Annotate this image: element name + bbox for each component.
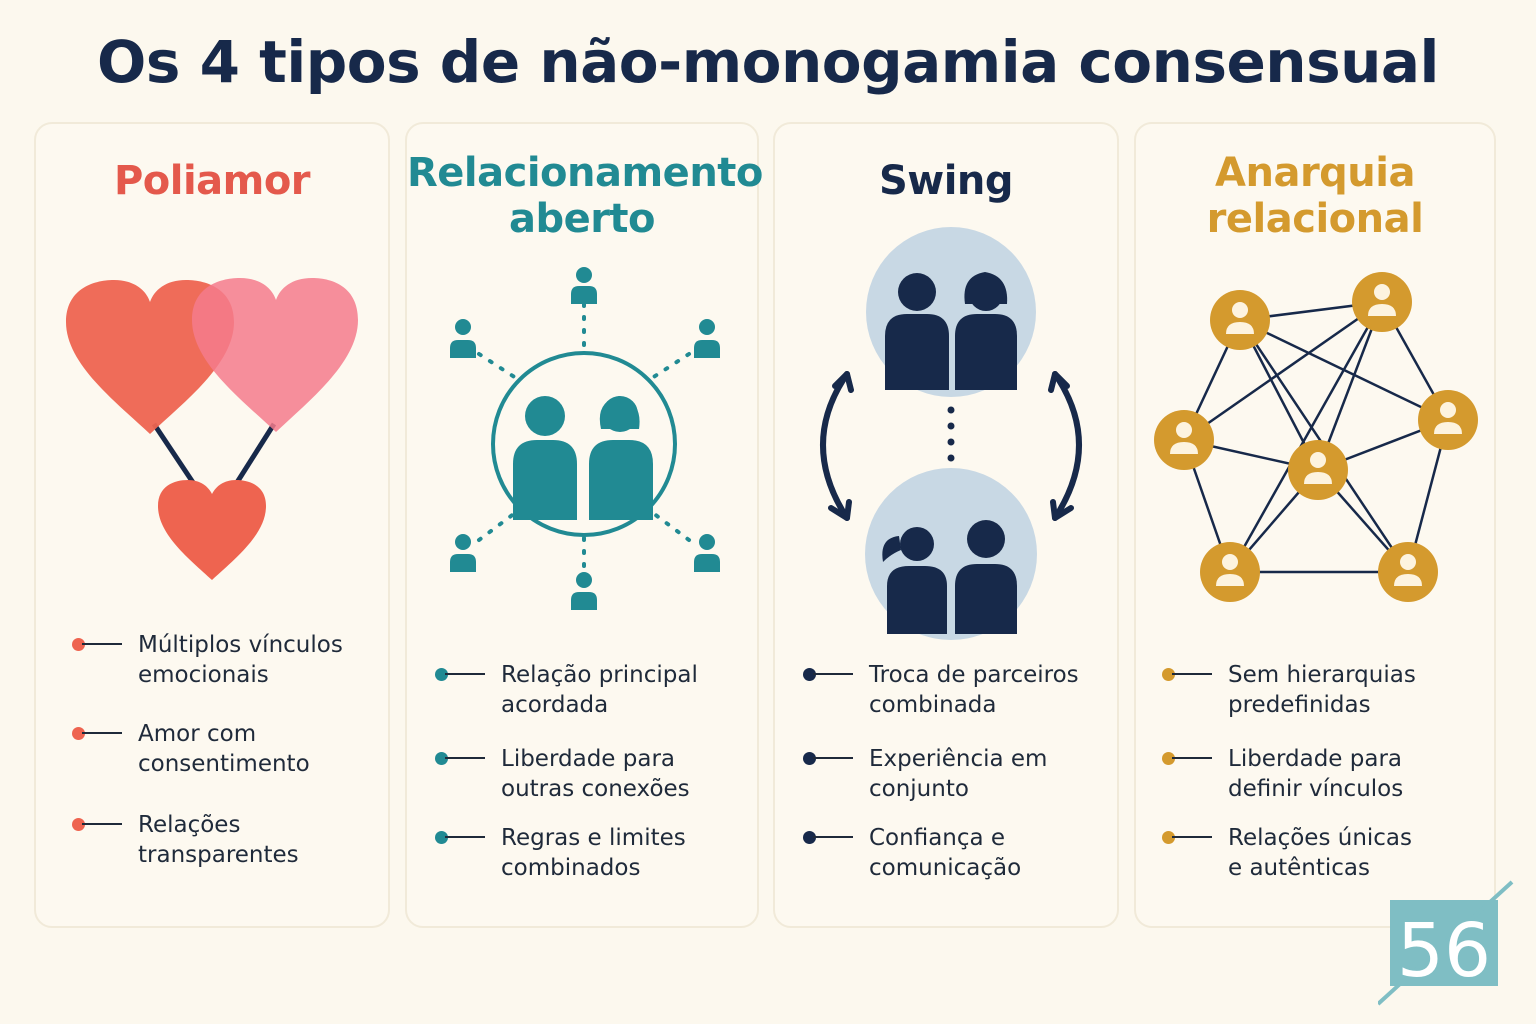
- network-illustration: [1154, 272, 1478, 602]
- card-anarquia-relacional: Anarquia relacional: [1134, 122, 1496, 928]
- card-relacionamento-aberto: Relacionamento aberto Relação principal …: [405, 122, 763, 928]
- open-relationship-illustration: [450, 267, 720, 610]
- page-title: Os 4 tipos de não-monogamia consensual: [97, 28, 1439, 96]
- card-title-anarquia-relacional: Anarquia relacional: [1206, 150, 1424, 242]
- list-item: Relações únicas e autênticas: [1162, 823, 1416, 883]
- bullet-list: Relação principal acordada Liberdade par…: [435, 660, 698, 883]
- list-item: Confiança e comunicação: [803, 823, 1079, 883]
- list-item: Regras e limites combinados: [435, 823, 698, 883]
- number-badge: 56: [1378, 880, 1514, 1006]
- list-item: Experiência em conjunto: [803, 744, 1079, 804]
- swing-illustration: [820, 227, 1082, 640]
- card-poliamor: Poliamor Múltiplos vínculos emocionais A…: [34, 122, 390, 928]
- list-item: Liberdade para outras conexões: [435, 744, 698, 804]
- bullet-list: Sem hierarquias predefinidas Liberdade p…: [1162, 660, 1416, 883]
- card-swing: Swing Troca de par: [773, 122, 1119, 928]
- heart-icon-bottom: [158, 480, 266, 580]
- dotted-connector: [947, 406, 955, 478]
- couple-icon: [513, 396, 653, 520]
- heart-icon-left: [66, 280, 234, 434]
- card-title-relacionamento-aberto: Relacionamento aberto: [407, 150, 763, 242]
- list-item: Relações transparentes: [72, 810, 343, 870]
- badge-slash: [1378, 880, 1514, 1006]
- hearts-illustration: [66, 278, 358, 580]
- list-item: Amor com consentimento: [72, 719, 343, 779]
- couple-icon-bottom: [882, 520, 1017, 634]
- bullet-list: Múltiplos vínculos emocionais Amor com c…: [72, 630, 343, 870]
- list-item: Troca de parceiros combinada: [803, 660, 1079, 720]
- person-icon-upper-left: [450, 319, 476, 358]
- list-item: Liberdade para definir vínculos: [1162, 744, 1416, 804]
- network-nodes: [1154, 272, 1478, 602]
- card-title-poliamor: Poliamor: [113, 158, 311, 204]
- bullet-list: Troca de parceiros combinada Experiência…: [803, 660, 1079, 883]
- person-icon-lower-left: [450, 534, 476, 572]
- list-item: Múltiplos vínculos emocionais: [72, 630, 343, 690]
- list-item: Sem hierarquias predefinidas: [1162, 660, 1416, 720]
- person-icon-top: [571, 267, 597, 304]
- card-title-swing: Swing: [878, 158, 1014, 204]
- person-icon-lower-right: [694, 534, 720, 572]
- person-icon-bottom: [571, 572, 597, 610]
- couple-circle: [491, 351, 677, 537]
- badge-digits: 56: [1397, 908, 1491, 994]
- person-icons: [1170, 284, 1462, 586]
- person-icon-upper-right: [694, 319, 720, 358]
- swap-arrows-icon: [820, 371, 1082, 521]
- heart-icon-right: [192, 278, 358, 432]
- list-item: Relação principal acordada: [435, 660, 698, 720]
- couple-icon-top: [885, 272, 1017, 390]
